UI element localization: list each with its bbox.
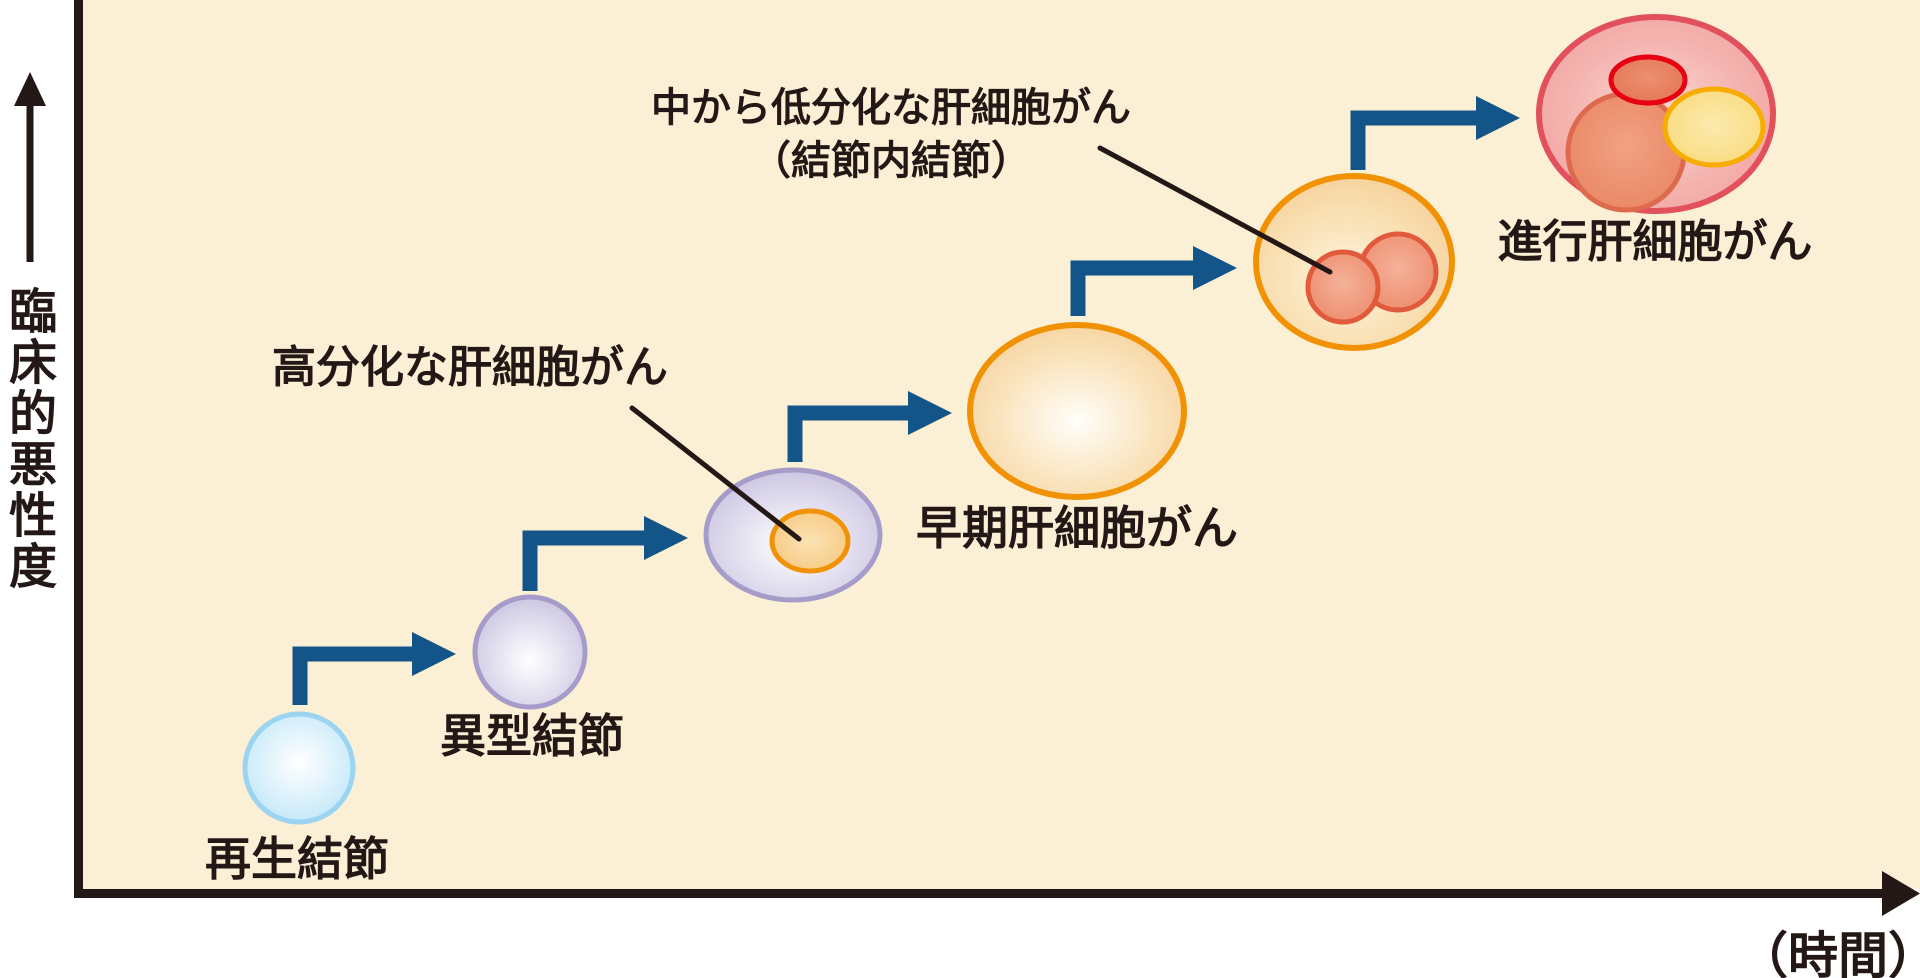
stage-label-well-differentiated-hcc: 高分化な肝細胞がん (272, 343, 668, 392)
arrowhead-3-icon (908, 391, 952, 435)
x-axis-line (74, 889, 1886, 898)
nodule-regenerative (242, 711, 356, 825)
arrowhead-5-icon (1476, 96, 1520, 140)
progression-arrow-5-icon (1350, 110, 1478, 170)
inner-nodule-red (1608, 54, 1688, 106)
progression-arrow-2-icon (522, 530, 646, 591)
y-axis-up-arrow-icon (14, 72, 46, 262)
progression-arrows (292, 110, 1478, 705)
inner-nodule-left (1305, 249, 1381, 325)
nodule-early-hcc (967, 322, 1187, 500)
callout-line-well-differentiated (629, 405, 802, 542)
nodule-in-nodule-hcc (1253, 173, 1455, 351)
progression-arrow-3-icon (787, 405, 910, 462)
nodule-dysplastic (472, 594, 588, 710)
inner-nodule-yellow (1662, 86, 1766, 168)
stage-label-early-hcc: 早期肝細胞がん (916, 502, 1238, 554)
progression-arrow-1-icon (292, 646, 414, 705)
nodule-inner-orange (769, 508, 851, 574)
y-axis-label: 臨床的悪性度 (1, 286, 54, 592)
progression-arrow-4-icon (1070, 260, 1195, 316)
stage-label-dysplastic-nodule: 異型結節 (440, 710, 624, 762)
progression-arrowheads (412, 96, 1520, 676)
stage-label-advanced-hcc: 進行肝細胞がん (1497, 216, 1813, 267)
stage-label-nodule-in-nodule-hcc: 中から低分化な肝細胞がん （結節内結節） (651, 82, 1131, 188)
stage-label-nodule-in-nodule-line2: （結節内結節） (751, 138, 1031, 183)
arrowhead-2-icon (644, 516, 688, 560)
x-axis-label: （時間） (1738, 928, 1920, 978)
nodule-advanced-hcc (1536, 14, 1776, 214)
callout-line-nodule-in-nodule (1097, 145, 1333, 275)
y-axis-line (74, 0, 83, 898)
stage-label-nodule-in-nodule-line1: 中から低分化な肝細胞がん (651, 86, 1131, 130)
arrowhead-4-icon (1193, 246, 1237, 290)
x-axis-arrowhead-icon (1882, 871, 1920, 916)
arrowhead-1-icon (412, 632, 456, 676)
stage-label-regenerative-nodule: 再生結節 (205, 833, 389, 885)
